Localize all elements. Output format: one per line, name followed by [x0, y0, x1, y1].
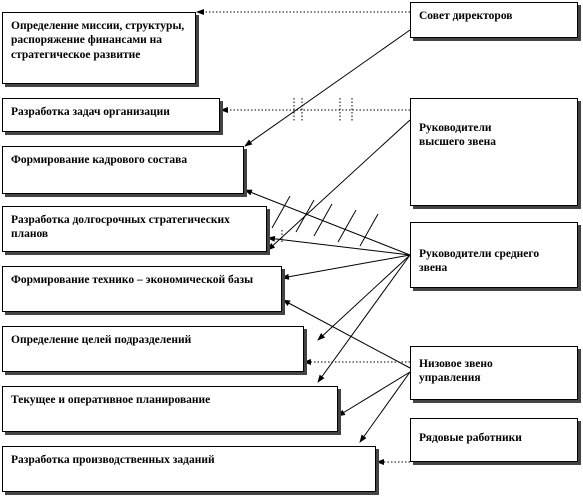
function-box-unit-goals: Определение целей подразделений: [2, 326, 304, 372]
arrow-middle-to-current: [317, 254, 411, 383]
actor-box-board: Совет директоров: [410, 2, 578, 38]
actor-label-top-managers: Руководители высшего звена: [419, 122, 496, 149]
arrow-middle-to-personnel: [244, 189, 411, 256]
actor-box-top-managers: Руководители высшего звена: [410, 98, 578, 206]
function-label-current-planning: Текущее и оперативное планирование: [11, 394, 211, 406]
hatch-marks-tasks: [293, 98, 353, 122]
arrow-board-to-tasks: [244, 29, 411, 147]
function-box-longterm-plans: Разработка долгосрочных стратегических п…: [2, 206, 267, 252]
actor-label-middle-managers: Руководители среднего звена: [419, 248, 540, 275]
function-label-tech-base: Формирование технико – экономической баз…: [11, 274, 254, 286]
actor-box-workers: Рядовые работники: [410, 418, 578, 462]
function-box-tech-base: Формирование технико – экономической баз…: [2, 266, 282, 312]
function-label-personnel: Формирование кадрового состава: [11, 154, 188, 166]
arrow-lower-to-current: [337, 371, 411, 417]
actor-box-middle-managers: Руководители среднего звена: [410, 222, 578, 288]
actor-label-lower-level: Низовое звено управления: [419, 358, 493, 385]
function-box-production-tasks: Разработка производственных заданий: [2, 446, 376, 492]
function-label-production-tasks: Разработка производственных заданий: [11, 454, 215, 466]
arrow-middle-to-longterm: [267, 235, 411, 256]
function-label-org-tasks: Разработка задач организации: [11, 106, 170, 118]
function-label-longterm-plans: Разработка долгосрочных стратегических п…: [11, 214, 230, 241]
function-box-org-tasks: Разработка задач организации: [2, 98, 220, 132]
arrow-middle-to-techbase: [281, 254, 411, 280]
arrow-lower-to-techbase: [282, 299, 411, 369]
actor-label-workers: Рядовые работники: [419, 432, 522, 444]
arrow-top-to-personnel: [267, 119, 411, 251]
function-label-mission: Определение миссии, структуры, распоряже…: [11, 20, 185, 61]
function-box-personnel: Формирование кадрового состава: [2, 146, 244, 194]
arrow-middle-to-unitgoals: [317, 254, 411, 341]
function-box-current-planning: Текущее и оперативное планирование: [2, 386, 338, 432]
function-label-unit-goals: Определение целей подразделений: [11, 334, 192, 346]
arrow-lower-to-production: [359, 371, 411, 443]
actor-box-lower-level: Низовое звено управления: [410, 346, 578, 400]
hatch-marks-longterm: [271, 195, 379, 247]
function-box-mission: Определение миссии, структуры, распоряже…: [2, 12, 196, 84]
actor-label-board: Совет директоров: [419, 10, 513, 22]
